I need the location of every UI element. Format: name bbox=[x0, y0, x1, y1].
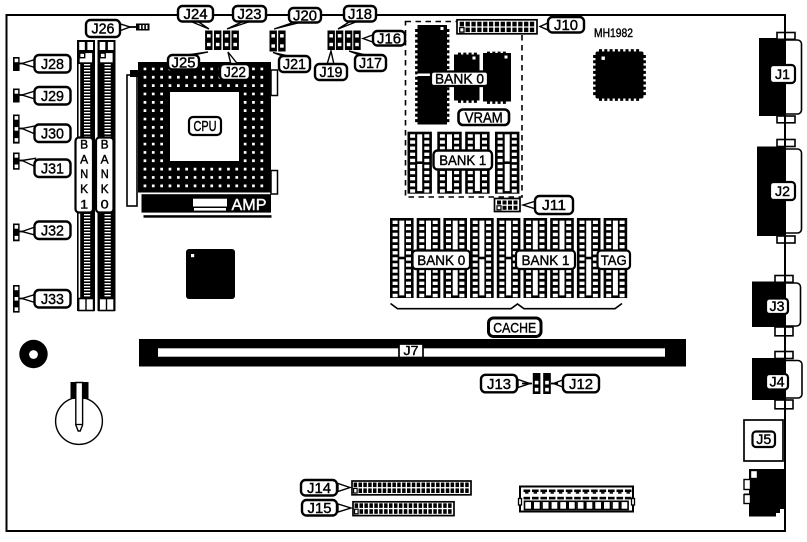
svg-text:N: N bbox=[80, 169, 88, 181]
svg-text:N: N bbox=[101, 169, 109, 181]
svg-text:AMP: AMP bbox=[232, 197, 267, 214]
svg-text:A: A bbox=[101, 154, 109, 166]
svg-text:J22: J22 bbox=[224, 65, 246, 81]
svg-text:J11: J11 bbox=[542, 198, 566, 214]
svg-text:J12: J12 bbox=[569, 377, 593, 393]
svg-text:BANK 0: BANK 0 bbox=[435, 72, 484, 87]
svg-text:J31: J31 bbox=[41, 161, 64, 177]
svg-text:K: K bbox=[101, 184, 109, 196]
svg-text:1: 1 bbox=[80, 200, 88, 212]
svg-text:J18: J18 bbox=[348, 7, 372, 23]
svg-text:J19: J19 bbox=[320, 65, 343, 81]
svg-text:J30: J30 bbox=[41, 126, 64, 142]
svg-text:BANK 0: BANK 0 bbox=[417, 252, 465, 268]
svg-text:J23: J23 bbox=[238, 7, 262, 23]
svg-text:J2: J2 bbox=[775, 184, 790, 199]
svg-text:MH1982: MH1982 bbox=[594, 26, 633, 40]
svg-text:B: B bbox=[80, 140, 88, 152]
svg-text:B: B bbox=[101, 140, 109, 152]
svg-text:J7: J7 bbox=[404, 343, 419, 358]
svg-text:J28: J28 bbox=[41, 57, 64, 73]
svg-text:J21: J21 bbox=[283, 57, 306, 73]
svg-text:J15: J15 bbox=[308, 501, 332, 517]
svg-text:VRAM: VRAM bbox=[465, 110, 503, 126]
svg-text:J13: J13 bbox=[487, 377, 511, 393]
svg-text:J4: J4 bbox=[770, 375, 786, 390]
svg-text:J5: J5 bbox=[756, 432, 771, 447]
svg-text:J16: J16 bbox=[377, 31, 401, 47]
svg-text:BANK 1: BANK 1 bbox=[439, 152, 486, 168]
svg-text:TAG: TAG bbox=[601, 252, 627, 268]
svg-text:J14: J14 bbox=[307, 481, 331, 497]
svg-text:J1: J1 bbox=[775, 67, 790, 82]
svg-text:CACHE: CACHE bbox=[493, 319, 536, 335]
svg-text:J17: J17 bbox=[359, 56, 382, 72]
svg-text:BANK 1: BANK 1 bbox=[522, 252, 570, 268]
svg-text:J3: J3 bbox=[770, 299, 785, 314]
svg-text:CPU: CPU bbox=[194, 119, 217, 135]
svg-text:J33: J33 bbox=[41, 292, 64, 308]
svg-text:A: A bbox=[80, 154, 88, 166]
svg-text:J32: J32 bbox=[41, 223, 64, 239]
svg-text:J10: J10 bbox=[554, 18, 578, 34]
svg-text:J26: J26 bbox=[92, 22, 115, 38]
svg-text:K: K bbox=[80, 184, 88, 196]
svg-text:J20: J20 bbox=[293, 8, 317, 24]
svg-text:J24: J24 bbox=[184, 7, 208, 23]
svg-text:0: 0 bbox=[101, 200, 109, 212]
svg-text:J25: J25 bbox=[172, 55, 196, 71]
svg-text:J29: J29 bbox=[41, 89, 64, 105]
